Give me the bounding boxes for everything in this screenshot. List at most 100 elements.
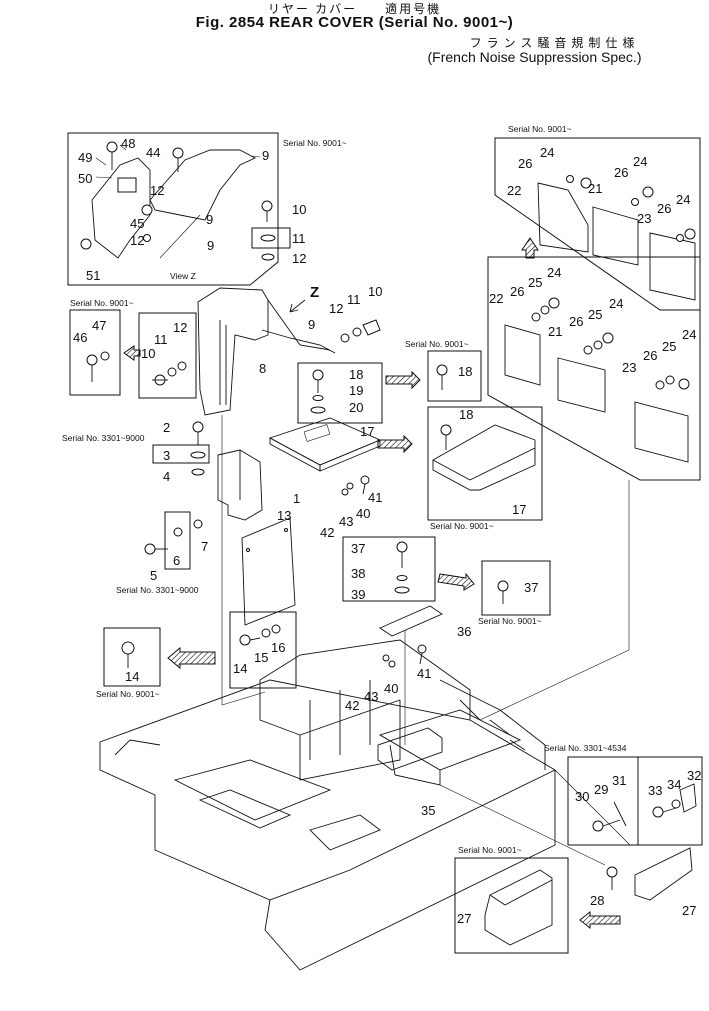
box-14-15-16 (229, 611, 297, 689)
callout-49: 49 (78, 150, 92, 165)
callout-12e: 12 (329, 301, 343, 316)
callout-14b: 14 (125, 669, 139, 684)
callout-11c: 11 (347, 292, 361, 307)
serial-label-27: Serial No. 9001~ (458, 845, 522, 855)
callout-33: 33 (648, 783, 662, 798)
callout-7: 7 (201, 539, 208, 554)
callout-10a: 10 (292, 202, 306, 217)
callout-30: 30 (575, 789, 589, 804)
callout-18a: 18 (349, 367, 363, 382)
callout-15: 15 (254, 650, 268, 665)
serial-label-14: Serial No. 9001~ (96, 689, 160, 699)
callout-26a: 26 (518, 156, 532, 171)
z-marker: Z (310, 284, 319, 301)
callout-28: 28 (590, 893, 604, 908)
plates-box-2 (487, 256, 701, 481)
callout-47: 47 (92, 318, 106, 333)
view-z-caption: View Z (170, 271, 196, 281)
callout-27b: 27 (457, 911, 471, 926)
callout-19: 19 (349, 383, 363, 398)
callout-20: 20 (349, 400, 363, 415)
callout-51: 51 (86, 268, 100, 283)
callout-46: 46 (73, 330, 87, 345)
callout-22a: 22 (507, 183, 521, 198)
callout-9d: 9 (308, 317, 315, 332)
bracket-1 (217, 449, 263, 521)
rear-cover-8 (197, 287, 336, 705)
callout-31: 31 (612, 773, 626, 788)
callout-41b: 41 (417, 666, 431, 681)
callout-12d: 12 (173, 320, 187, 335)
serial-label-plates: Serial No. 9001~ (508, 124, 572, 134)
serial-label-17: Serial No. 9001~ (430, 521, 494, 531)
callout-10b: 10 (141, 346, 155, 361)
callout-25a: 25 (528, 275, 542, 290)
callout-24b: 24 (633, 154, 647, 169)
callout-12c: 12 (292, 251, 306, 266)
bracket-27 (634, 847, 693, 901)
serial-label-37: Serial No. 9001~ (478, 616, 542, 626)
callout-24a: 24 (540, 145, 554, 160)
box-18-19-20 (297, 362, 383, 424)
callout-12a: 12 (150, 183, 164, 198)
serial-9001-box-10-11-12 (138, 312, 197, 399)
callout-43a: 43 (339, 514, 353, 529)
callout-1: 1 (293, 491, 300, 506)
callout-24c: 24 (676, 192, 690, 207)
callout-3: 3 (163, 448, 170, 463)
callout-37a: 37 (351, 541, 365, 556)
figure-subtitle: (French Noise Suppression Spec.) (427, 49, 642, 65)
serial-9001-box-37 (481, 560, 551, 616)
callout-21b: 21 (548, 324, 562, 339)
callout-5: 5 (150, 568, 157, 583)
bracket-35 (377, 727, 443, 771)
callout-40a: 40 (356, 506, 370, 521)
callout-14a: 14 (233, 661, 247, 676)
serial-9001-plates-box (494, 137, 701, 311)
serial-9001-box-17 (427, 406, 543, 521)
serial-label-18: Serial No. 9001~ (405, 339, 469, 349)
callout-42a: 42 (320, 525, 334, 540)
callout-11a: 11 (292, 231, 306, 246)
callout-38: 38 (351, 566, 365, 581)
serial-label-view-z: Serial No. 9001~ (283, 138, 347, 148)
callout-37b: 37 (524, 580, 538, 595)
callout-12b: 12 (130, 233, 144, 248)
callout-24e: 24 (609, 296, 623, 311)
serial-label-5: Serial No. 3301~9000 (116, 585, 199, 595)
callout-40b: 40 (384, 681, 398, 696)
serial-label-30: Serial No. 3301~4534 (544, 743, 627, 753)
callout-50: 50 (78, 171, 92, 186)
callout-18c: 18 (459, 407, 473, 422)
callout-16: 16 (271, 640, 285, 655)
callout-6: 6 (173, 553, 180, 568)
callout-48: 48 (121, 136, 135, 151)
serial-label-46: Serial No. 9001~ (70, 298, 134, 308)
serial-labels: Serial No. 9001~ View Z Serial No. 9001~… (62, 124, 627, 855)
box-37-38-39 (342, 536, 436, 602)
callout-11b: 11 (154, 332, 168, 347)
callout-13: 13 (277, 508, 291, 523)
serial-9001-box-46-47 (69, 309, 121, 396)
callout-numbers: 49 48 50 44 12 9 45 12 9 9 51 10 11 12 4… (73, 136, 701, 926)
callout-35: 35 (421, 803, 435, 818)
callout-26e: 26 (569, 314, 583, 329)
callout-36: 36 (457, 624, 471, 639)
callout-41a: 41 (368, 490, 382, 505)
callout-9a: 9 (262, 148, 269, 163)
header-japanese-line-2: フランス騒音規制仕様 (469, 36, 640, 50)
callout-2: 2 (163, 420, 170, 435)
callout-24d: 24 (547, 265, 561, 280)
callout-17b: 17 (512, 502, 526, 517)
box-32-34 (637, 756, 703, 846)
callout-17a: 17 (360, 424, 374, 439)
main-frame (99, 630, 556, 971)
callout-22b: 22 (489, 291, 503, 306)
callout-26c: 26 (657, 201, 671, 216)
callout-29: 29 (594, 782, 608, 797)
callout-43b: 43 (364, 689, 378, 704)
callout-39: 39 (351, 587, 365, 602)
header-japanese-line-1: リヤー カバー 適用号機 (267, 2, 442, 16)
callout-8: 8 (259, 361, 266, 376)
